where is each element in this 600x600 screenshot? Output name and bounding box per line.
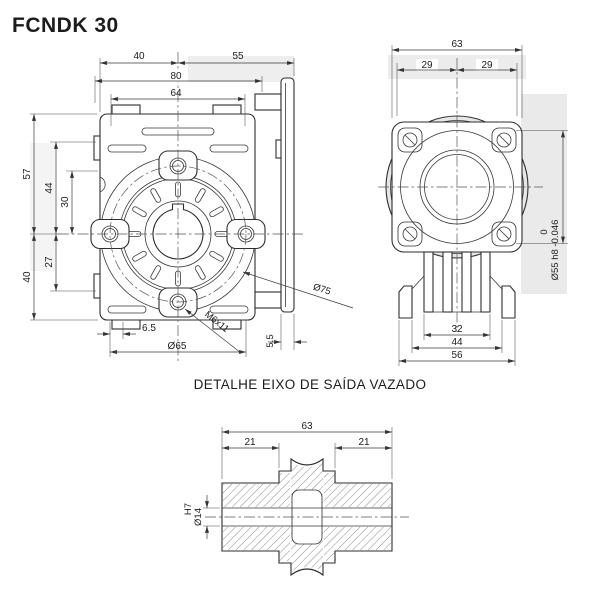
- dim-top-right: 55: [232, 51, 244, 62]
- dim-half-right: 29: [481, 60, 493, 71]
- shaft-detail-view: 63 21 21 Ø14 H7: [183, 421, 409, 577]
- dim-upper-height: 57: [22, 168, 33, 180]
- cooling-fins: [423, 251, 491, 313]
- front-view-dimensions: 63 29 29 Ø55 h8 -0.046 0 32 44: [391, 39, 568, 366]
- scan-smudge: [521, 94, 567, 294]
- dim-fin-span: 32: [451, 324, 463, 335]
- dim-overall-width: 80: [170, 71, 182, 82]
- page-title: FCNDK 30: [12, 14, 119, 37]
- dim-overall-length: 63: [301, 421, 313, 432]
- dim-boss-diameter: Ø75: [312, 282, 332, 298]
- dim-bolt-circle: Ø65: [168, 341, 187, 352]
- dim-inner-width: 64: [170, 88, 182, 99]
- shaft-detail-dimensions: 63 21 21 Ø14 H7: [183, 421, 393, 539]
- dim-top-left: 40: [133, 51, 145, 62]
- dim-lower-height: 40: [22, 271, 33, 283]
- radial-rib-slots: [125, 181, 231, 287]
- dim-foot-inner-span: 44: [451, 337, 463, 348]
- shaft-section: [205, 457, 409, 577]
- dim-foot-outer-span: 56: [451, 350, 463, 361]
- detail-title: DETALHE EIXO DE SAÍDA VAZADO: [194, 377, 427, 392]
- side-view: 40 55 80 64 57 40 44 27 30 6.5: [22, 51, 354, 362]
- flange-screws: [397, 127, 517, 247]
- dim-lug-offset: 6.5: [142, 323, 156, 334]
- dim-upper-inner-height: 44: [44, 182, 55, 194]
- dim-bore-fit: H7: [183, 503, 194, 515]
- dim-bore-diameter: Ø14: [193, 508, 204, 526]
- dim-half-left: 29: [421, 60, 433, 71]
- dim-pilot-callout: Ø55 h8 -0.046: [550, 220, 561, 281]
- dim-left-hub-length: 21: [244, 437, 256, 448]
- mounting-feet: [398, 275, 516, 319]
- dim-right-hub-length: 21: [358, 437, 370, 448]
- dim-flange-width: 63: [451, 39, 463, 50]
- dim-flange-thickness: 5.5: [265, 334, 276, 347]
- dim-mid-inner-height: 30: [60, 196, 71, 208]
- input-flange-side: [254, 77, 295, 313]
- front-view: 63 29 29 Ø55 h8 -0.046 0 32 44: [378, 39, 568, 366]
- scan-smudge: [188, 56, 294, 82]
- dim-lower-inner-height: 27: [44, 256, 55, 268]
- dim-pilot-upper-tolerance: 0: [539, 229, 550, 234]
